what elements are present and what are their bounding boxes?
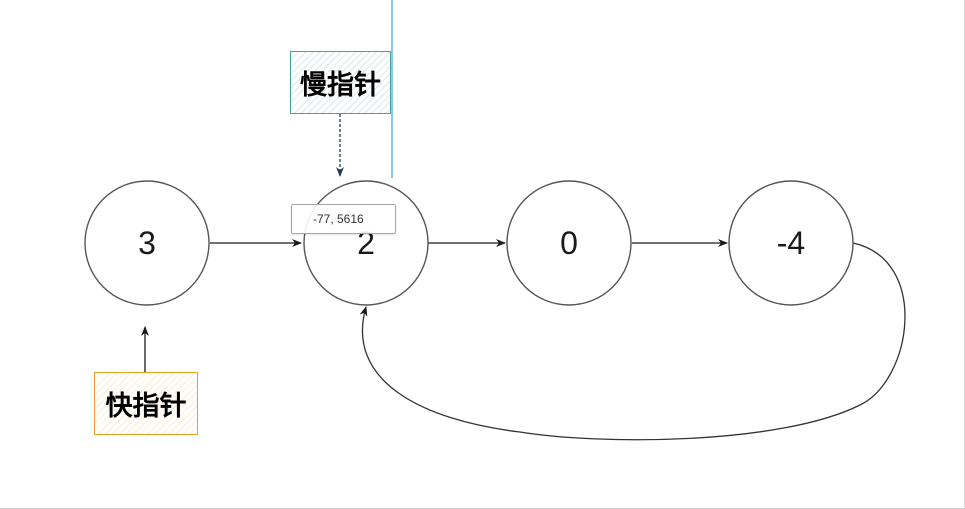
fast-pointer-label[interactable]: 快指针: [94, 372, 198, 435]
slow-pointer-label[interactable]: 慢指针: [290, 51, 391, 114]
node-value: 3: [138, 225, 156, 261]
fast-pointer-text: 快指针: [105, 391, 187, 422]
coordinate-tooltip: -77, 5616: [291, 204, 396, 234]
node-value: -4: [777, 225, 805, 261]
list-node[interactable]: 3: [84, 180, 210, 306]
list-node[interactable]: 2: [303, 180, 429, 306]
node-value: 0: [560, 225, 578, 261]
node-value: 2: [357, 225, 375, 261]
coordinate-readout: -77, 5616: [313, 212, 364, 226]
list-node[interactable]: 0: [506, 180, 632, 306]
list-node[interactable]: -4: [728, 180, 854, 306]
slow-pointer-text: 慢指针: [300, 70, 381, 101]
edge-neg4-to-2-cycle: [359, 242, 906, 441]
